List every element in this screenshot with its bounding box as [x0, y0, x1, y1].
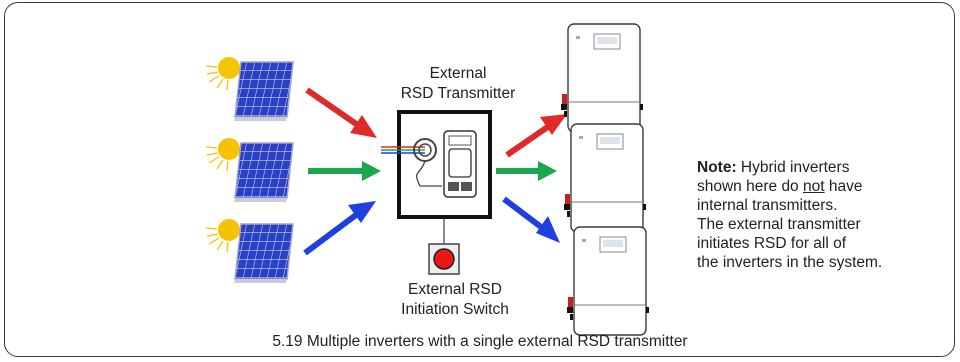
rsd-initiation-switch[interactable] — [428, 243, 460, 275]
transmitter-device-icon — [443, 130, 477, 198]
note-prefix: Note: — [697, 159, 737, 176]
arrow-blue-in — [303, 201, 376, 256]
solar-array-bottom — [205, 218, 294, 284]
transmitter-label: External RSD Transmitter — [388, 64, 528, 104]
note-line6: the inverters in the system. — [697, 254, 883, 271]
inverter-bottom — [566, 226, 650, 336]
figure-caption: 5.19 Multiple inverters with a single ex… — [272, 333, 688, 350]
arrow-red-in — [305, 87, 377, 138]
note-emphasis: not — [803, 178, 825, 195]
note-line4: The external transmitter — [697, 216, 861, 233]
current-sensor-icon — [381, 138, 442, 187]
inverter-middle — [563, 123, 647, 233]
arrow-green-out — [496, 161, 557, 181]
arrow-blue-out — [502, 196, 560, 243]
note-line5: initiates RSD for all of — [697, 235, 847, 252]
switch-label-line1: External RSD — [408, 281, 502, 298]
note-line2: shown here do — [697, 178, 803, 195]
red-button-icon[interactable] — [433, 248, 455, 270]
inverter-top — [560, 23, 644, 133]
solar-array-top — [205, 56, 294, 122]
arrow-green-in — [308, 161, 381, 181]
rsd-transmitter-box — [381, 110, 492, 219]
switch-label-line2: Initiation Switch — [401, 301, 509, 318]
note-line1: Hybrid inverters — [736, 159, 850, 176]
note-text: Note: Hybrid inverters shown here do not… — [697, 158, 947, 272]
note-line2-end: have — [824, 178, 863, 195]
switch-label: External RSD Initiation Switch — [365, 280, 545, 320]
figure-frame — [4, 2, 955, 357]
transmitter-label-line2: RSD Transmitter — [400, 85, 516, 102]
transmitter-label-line1: External — [429, 65, 487, 82]
note-line3: internal transmitters. — [697, 197, 838, 214]
solar-array-middle — [205, 137, 294, 203]
arrow-red-out — [505, 114, 567, 158]
